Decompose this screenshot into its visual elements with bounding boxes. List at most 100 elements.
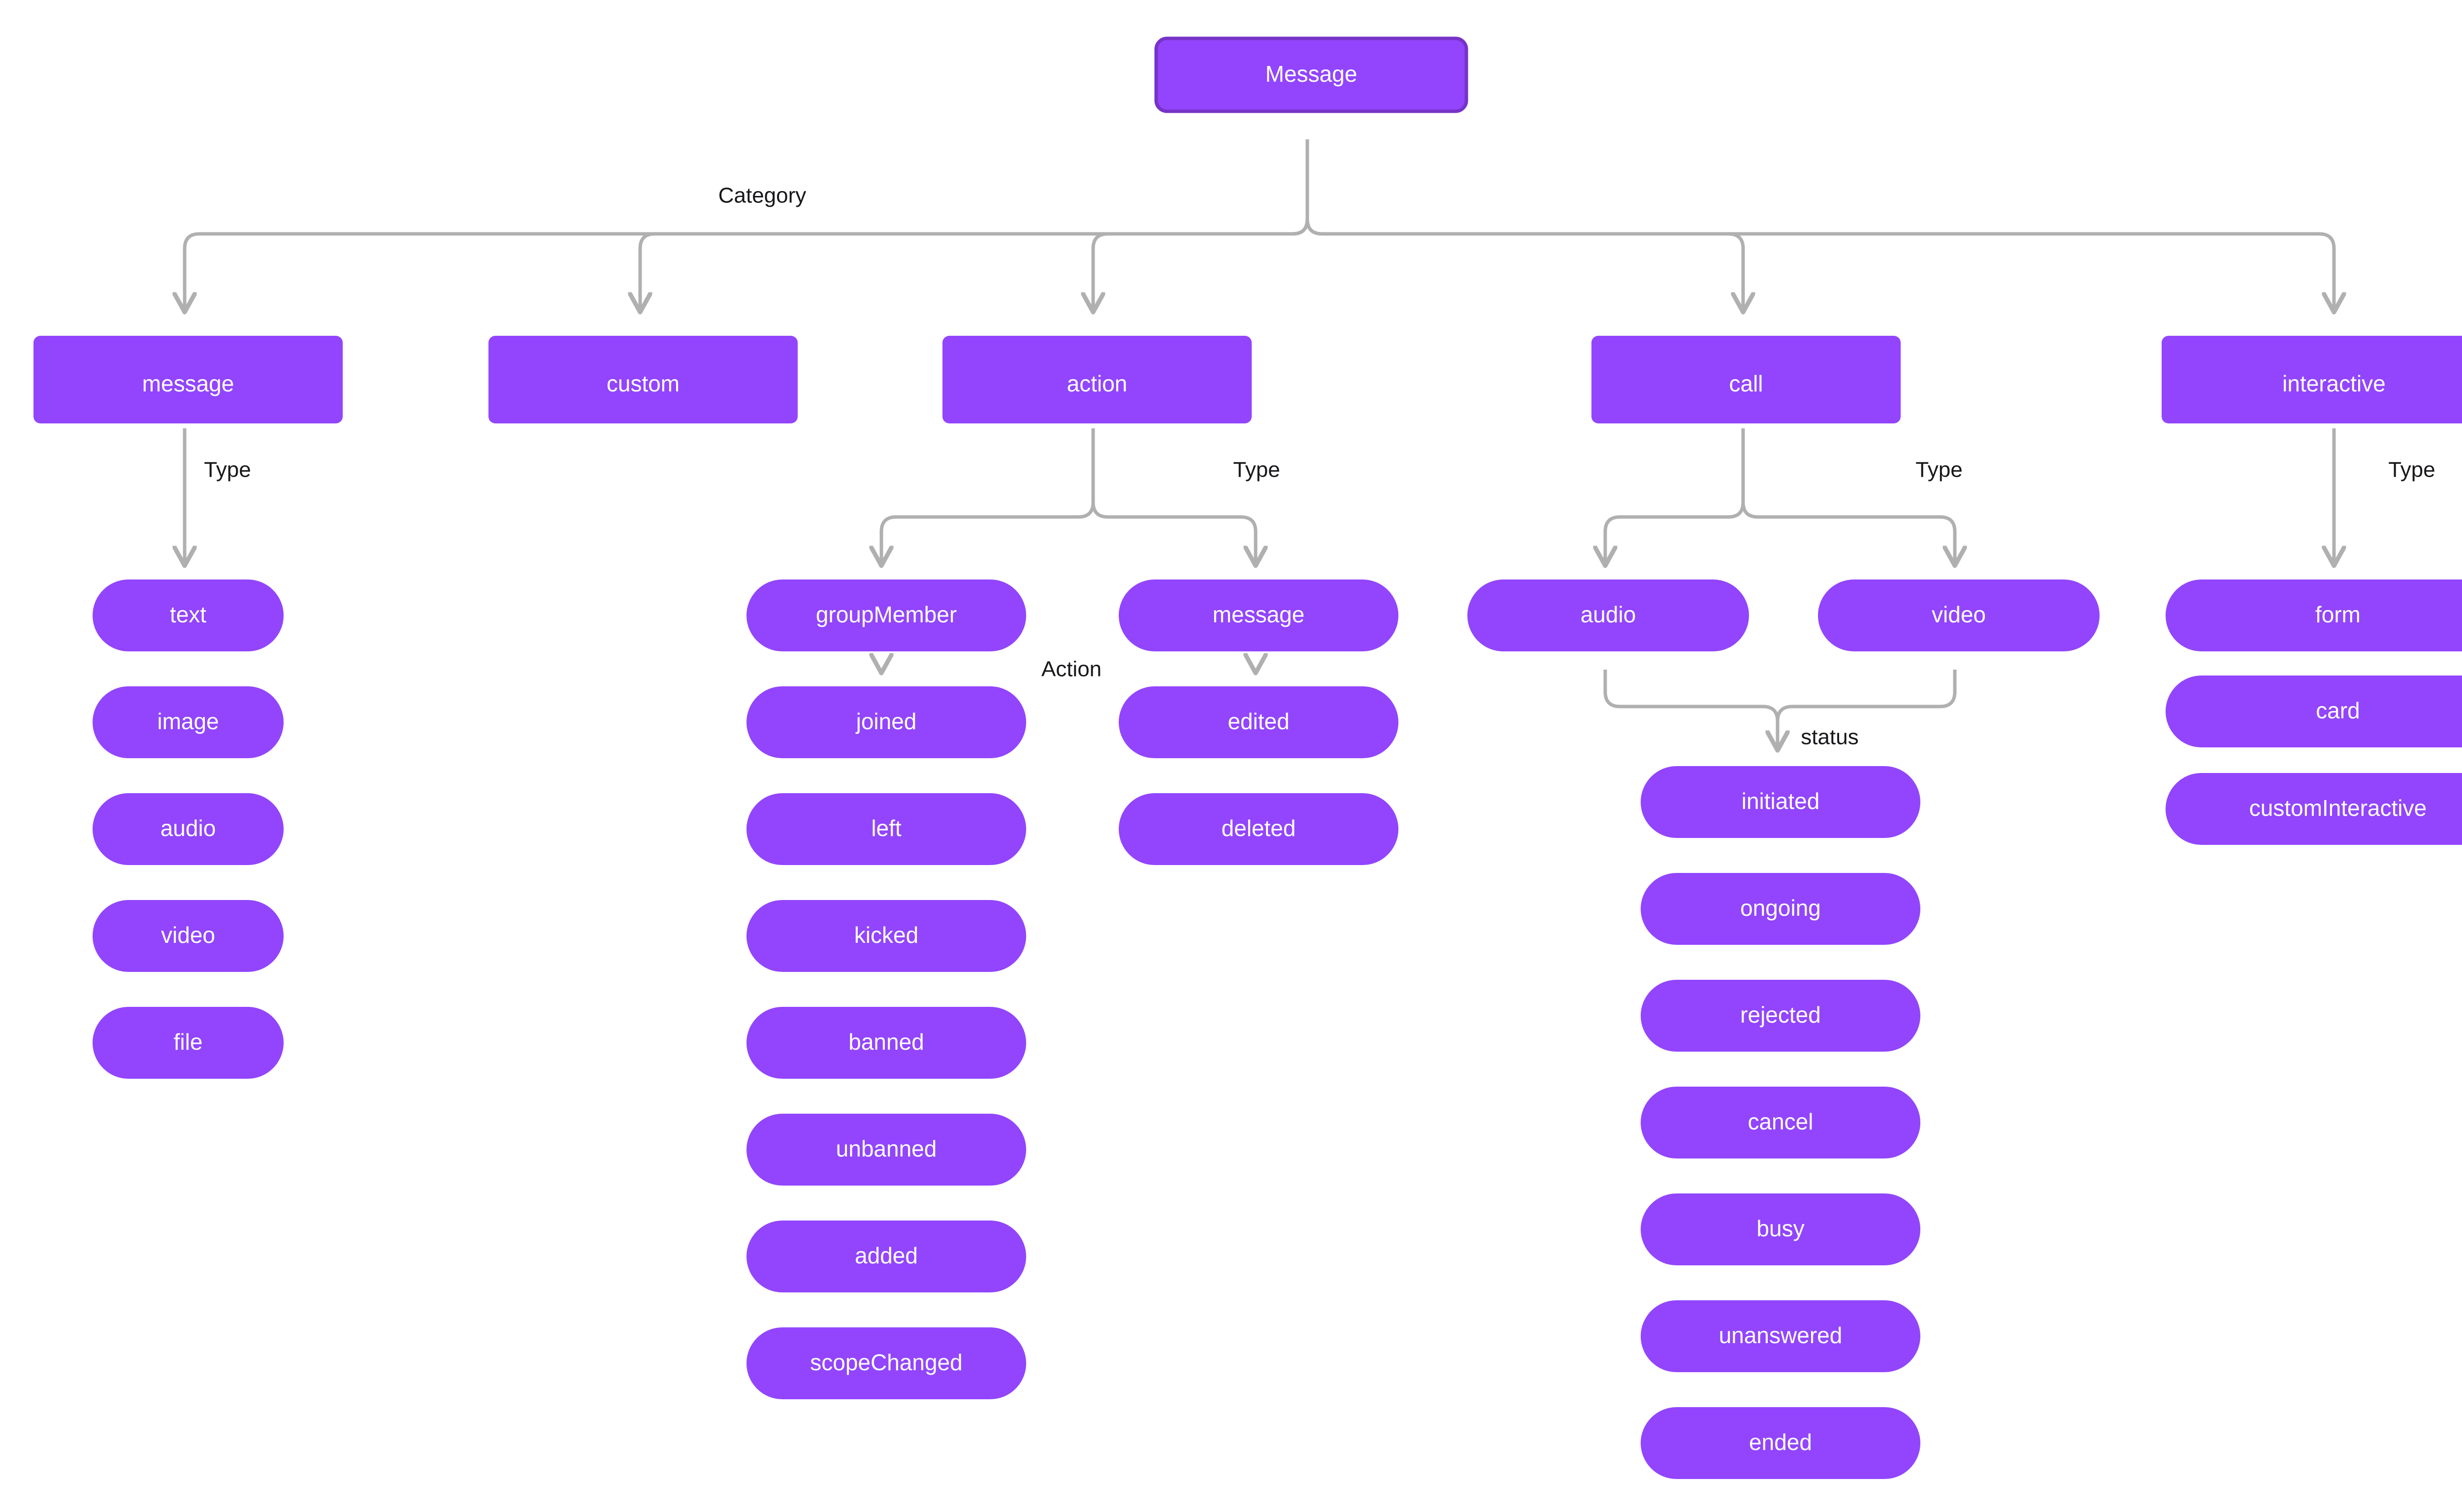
node-rect-type-video <box>93 900 284 972</box>
node-it-custominteractive[interactable]: customInteractive <box>2166 773 2462 845</box>
node-cs-initiated[interactable]: initiated <box>1641 766 1920 838</box>
node-rect-action-message <box>1119 579 1398 651</box>
node-gm-added[interactable]: added <box>746 1221 1026 1292</box>
node-rect-ma-deleted <box>1119 793 1398 865</box>
node-rect-ma-edited <box>1119 686 1398 758</box>
node-call-video[interactable]: video <box>1818 579 2100 651</box>
node-type-video[interactable]: video <box>93 900 284 972</box>
node-rect-cat-call <box>1591 336 1901 423</box>
node-cs-cancel[interactable]: cancel <box>1641 1087 1920 1158</box>
node-type-file[interactable]: file <box>93 1007 284 1079</box>
edge-label-category: Category <box>718 184 807 208</box>
node-action-groupmember[interactable]: groupMember <box>746 579 1026 651</box>
node-cs-ended[interactable]: ended <box>1641 1407 1920 1479</box>
node-cat-message[interactable]: message <box>33 336 343 423</box>
node-it-form[interactable]: form <box>2166 579 2462 651</box>
node-rect-gm-left <box>746 793 1026 865</box>
node-rect-cat-custom <box>488 336 798 423</box>
node-gm-left[interactable]: left <box>746 793 1026 865</box>
node-gm-kicked[interactable]: kicked <box>746 900 1026 972</box>
node-type-audio[interactable]: audio <box>93 793 284 865</box>
node-cat-interactive[interactable]: interactive <box>2162 336 2462 423</box>
node-rect-cs-unanswered <box>1641 1300 1920 1372</box>
node-rect-it-form <box>2166 579 2462 651</box>
edge-label-type-action: Type <box>1233 458 1280 482</box>
node-rect-gm-joined <box>746 686 1026 758</box>
node-cs-unanswered[interactable]: unanswered <box>1641 1300 1920 1372</box>
edge-call-to-audio <box>1605 428 1745 564</box>
node-rect-gm-banned <box>746 1007 1026 1079</box>
node-label-type-audio: audio <box>161 815 216 841</box>
edge-root-to-bus <box>185 139 1309 310</box>
node-it-card[interactable]: card <box>2166 676 2462 747</box>
node-label-call-video: video <box>1932 602 1986 627</box>
node-label-type-text: text <box>170 602 206 627</box>
node-rect-gm-kicked <box>746 900 1026 972</box>
node-cs-rejected[interactable]: rejected <box>1641 980 1920 1052</box>
node-rect-type-audio <box>93 793 284 865</box>
edge-root-to-action <box>1093 139 1309 310</box>
node-label-cs-busy: busy <box>1756 1216 1804 1241</box>
node-action-message[interactable]: message <box>1119 579 1398 651</box>
edge-root-to-interactive <box>1305 139 2334 310</box>
edges-layer <box>185 139 2334 748</box>
edge-video-to-initiated <box>1778 670 1957 748</box>
node-ma-edited[interactable]: edited <box>1119 686 1398 758</box>
node-label-cs-ongoing: ongoing <box>1740 895 1821 921</box>
node-label-gm-unbanned: unbanned <box>836 1136 937 1161</box>
node-gm-banned[interactable]: banned <box>746 1007 1026 1079</box>
node-gm-scopechanged[interactable]: scopeChanged <box>746 1327 1026 1399</box>
node-rect-cs-rejected <box>1641 980 1920 1052</box>
node-gm-joined[interactable]: joined <box>746 686 1026 758</box>
edge-label-type-message: Type <box>204 458 251 482</box>
node-label-cs-ended: ended <box>1749 1429 1812 1455</box>
node-cs-ongoing[interactable]: ongoing <box>1641 873 1920 945</box>
node-label-cat-call: call <box>1729 371 1763 396</box>
edge-action-to-groupmember <box>881 428 1095 564</box>
node-rect-it-custominteractive <box>2166 773 2462 845</box>
node-cat-custom[interactable]: custom <box>488 336 798 423</box>
node-rect-call-video <box>1818 579 2100 651</box>
node-rect-cat-message <box>33 336 343 423</box>
edge-labels-layer: Category Type Type Type Type Action stat… <box>204 184 2435 749</box>
edge-root-to-custom <box>640 139 1309 310</box>
node-rect-cs-ongoing <box>1641 873 1920 945</box>
node-label-it-form: form <box>2315 602 2361 627</box>
edge-action-to-action-message <box>1091 428 1256 564</box>
node-rect-it-card <box>2166 676 2462 747</box>
node-label-cat-action: action <box>1067 371 1128 396</box>
edge-call-to-video <box>1741 428 1955 564</box>
node-cat-action[interactable]: action <box>942 336 1252 423</box>
node-rect-gm-unbanned <box>746 1114 1026 1186</box>
node-label-type-file: file <box>174 1029 203 1055</box>
node-label-gm-added: added <box>855 1243 918 1268</box>
node-message-root[interactable]: Message <box>1154 36 1468 113</box>
node-type-image[interactable]: image <box>93 686 284 758</box>
node-rect-call-audio <box>1467 579 1749 651</box>
node-label-cat-message: message <box>142 371 234 396</box>
node-label-ma-edited: edited <box>1228 708 1289 734</box>
node-label-cs-initiated: initiated <box>1742 788 1820 814</box>
node-ma-deleted[interactable]: deleted <box>1119 793 1398 865</box>
edge-label-type-interactive: Type <box>2388 458 2435 482</box>
node-rect-cs-ended <box>1641 1407 1920 1479</box>
node-label-gm-scopechanged: scopeChanged <box>810 1350 962 1375</box>
node-rect-cs-initiated <box>1641 766 1920 838</box>
node-rect-cat-interactive <box>2162 336 2462 423</box>
node-label-action-groupmember: groupMember <box>816 602 957 627</box>
node-gm-unbanned[interactable]: unbanned <box>746 1114 1026 1186</box>
node-cat-call[interactable]: call <box>1591 336 1901 423</box>
node-rect-cs-cancel <box>1641 1087 1920 1158</box>
node-label-cs-unanswered: unanswered <box>1719 1322 1843 1348</box>
node-rect-type-text <box>93 579 284 651</box>
node-rect-cat-action <box>942 336 1252 423</box>
node-type-text[interactable]: text <box>93 579 284 651</box>
node-label-cs-rejected: rejected <box>1740 1002 1821 1028</box>
node-rect-type-image <box>93 686 284 758</box>
node-label-gm-banned: banned <box>848 1029 924 1055</box>
node-rect-gm-scopechanged <box>746 1327 1026 1399</box>
node-call-audio[interactable]: audio <box>1467 579 1749 651</box>
node-cs-busy[interactable]: busy <box>1641 1193 1920 1265</box>
edge-root-to-call <box>1305 139 1743 310</box>
